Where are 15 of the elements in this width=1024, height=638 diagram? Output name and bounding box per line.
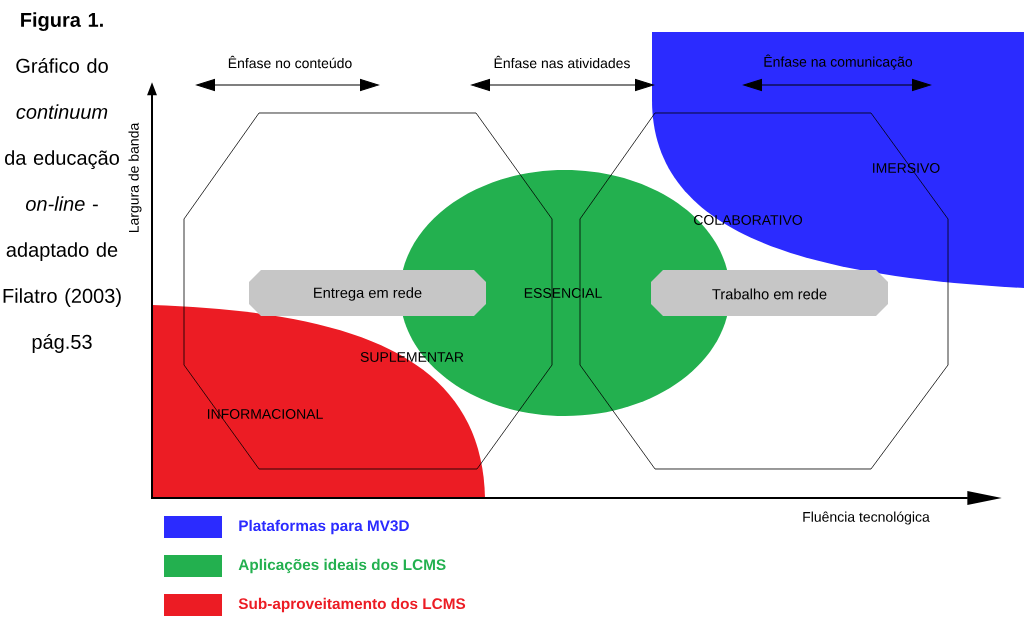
banner-box: Trabalho em rede [651,270,888,316]
legend-text: Aplicações ideais dos LCMS [238,558,446,574]
banner-box: Entrega em rede [249,270,486,316]
span-label: Ênfase no conteúdo [228,55,352,69]
span-label: Ênfase nas atividades [494,55,630,69]
region-label: SUPLEMENTAR [360,352,464,362]
legend-text: Sub-aproveitamento dos LCMS [238,597,466,613]
legend-text: Plataformas para MV3D [239,519,409,535]
span-label: Ênfase na comunicação [764,54,913,70]
axis-label: Fluência tecnológica [803,511,930,525]
region-label: INFORMACIONAL [207,409,323,419]
region-label: IMERSIVO [873,163,940,173]
axis-label: Largura de banda [128,122,142,233]
region-label: ESSENCIAL [524,288,602,298]
caption-text: Figura 1. Gráfico do continuum da educação on-line - adaptado de Filatro (2003) pág.53 [3,12,121,353]
